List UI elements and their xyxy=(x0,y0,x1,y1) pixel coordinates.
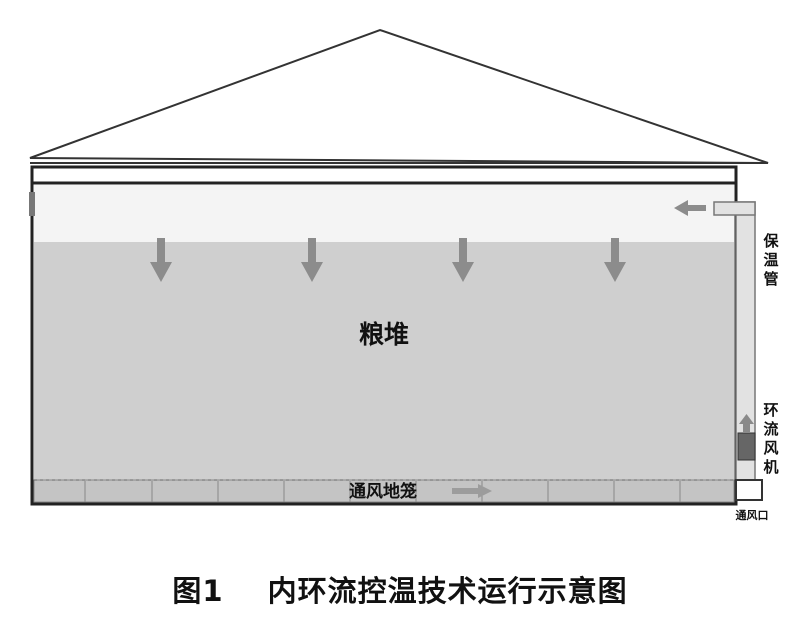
fan-up-arrow xyxy=(739,414,754,433)
cage-dividers xyxy=(84,481,681,502)
ventilation-cage-label: 通风地笼 xyxy=(349,481,417,502)
down-arrow-4 xyxy=(604,238,626,282)
vent-opening-label: 通风口 xyxy=(736,508,769,522)
circulation-fan-label: 环流风机 xyxy=(763,401,778,476)
grain-pile-label: 粮堆 xyxy=(359,320,409,349)
insulated-pipe-label: 保温管 xyxy=(762,232,779,288)
headspace-air xyxy=(34,185,734,242)
pipe-top-elbow xyxy=(713,201,756,216)
left-wall-vent xyxy=(29,192,35,216)
figure-caption: 图1 内环流控温技术运行示意图 xyxy=(0,568,800,610)
figure-title: 内环流控温技术运行示意图 xyxy=(267,574,628,608)
downflow-arrows xyxy=(150,238,626,282)
down-arrow-1 xyxy=(150,238,172,282)
grain-pile xyxy=(34,242,734,480)
figure-number: 图1 xyxy=(172,574,224,608)
cage-flow-arrow xyxy=(452,484,492,498)
down-arrow-2 xyxy=(301,238,323,282)
granary-roof xyxy=(29,28,769,164)
down-arrow-3 xyxy=(452,238,474,282)
fan-icon xyxy=(737,432,756,461)
pipe-bottom-connector xyxy=(735,479,763,501)
outlet-left-arrow xyxy=(674,200,706,216)
